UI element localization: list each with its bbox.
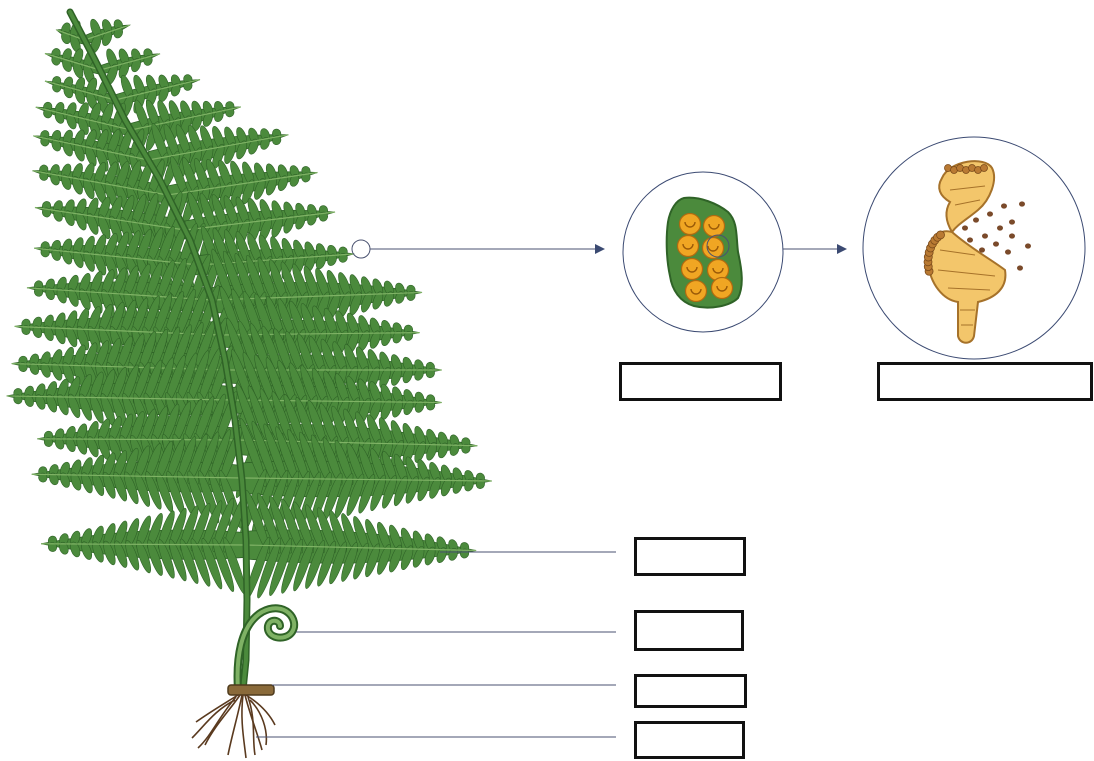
spore <box>1019 201 1025 206</box>
label-box-rhizome[interactable] <box>634 674 747 708</box>
roots <box>192 695 275 758</box>
rhizome <box>228 685 274 695</box>
label-box-sporangium[interactable] <box>877 362 1093 401</box>
sorus <box>704 216 725 237</box>
sporangium-zoom-circle <box>863 137 1085 359</box>
spore <box>987 211 993 216</box>
sorus <box>686 281 707 302</box>
spore <box>1005 249 1011 254</box>
spore <box>973 217 979 222</box>
sorus-zoom-circle <box>623 172 783 332</box>
label-box-sorus[interactable] <box>619 362 782 401</box>
label-box-roots[interactable] <box>634 721 745 759</box>
root <box>242 695 246 758</box>
spore <box>1009 219 1015 224</box>
root <box>248 697 255 755</box>
spore <box>1025 243 1031 248</box>
spore <box>982 233 988 238</box>
spore <box>1017 265 1023 270</box>
annulus-cell <box>937 231 945 239</box>
sorus <box>712 278 733 299</box>
fern-plant <box>7 12 492 758</box>
spore <box>993 241 999 246</box>
sorus <box>680 214 701 235</box>
sorus <box>682 259 703 280</box>
spore <box>1009 233 1015 238</box>
magnify-marker-circle <box>352 240 370 258</box>
root <box>196 695 238 722</box>
sorus <box>708 260 729 281</box>
annulus-cell <box>981 165 988 172</box>
spore <box>997 225 1003 230</box>
root <box>205 695 240 745</box>
label-box-fiddlehead[interactable] <box>634 610 744 651</box>
sorus <box>678 236 699 257</box>
pinnae <box>7 18 492 602</box>
spore <box>979 247 985 252</box>
spore <box>967 237 973 242</box>
root <box>198 697 236 748</box>
spore <box>962 225 968 230</box>
root <box>246 695 275 725</box>
spore <box>1001 203 1007 208</box>
label-box-frond[interactable] <box>634 537 746 576</box>
